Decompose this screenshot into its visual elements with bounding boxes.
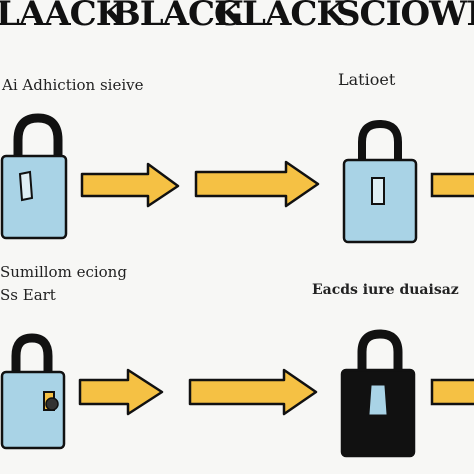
title-word-1: LAACK xyxy=(0,0,125,34)
caption-top-left: Ai Adhiction sieive xyxy=(2,76,144,94)
diagram-title: LAACK BLACK GLACK SCIOWEF xyxy=(0,0,474,38)
caption-mid-right: Eacds iure duaisaz xyxy=(312,282,459,298)
arrow-row1-partial-icon xyxy=(430,172,474,198)
title-word-3: GLACK xyxy=(214,0,346,34)
lock-top-left-icon xyxy=(0,113,68,240)
arrow-row2-first-icon xyxy=(78,368,164,416)
caption-mid-left-line2: Ss Eart xyxy=(0,286,56,304)
arrow-row2-partial-icon xyxy=(430,378,474,406)
title-word-2: BLACK xyxy=(112,0,244,34)
arrow-row2-second-icon xyxy=(188,368,318,416)
title-word-4: SCIOWEF xyxy=(336,0,474,34)
caption-mid-left-line1: Sumillom eciong xyxy=(0,263,127,281)
lock-top-right-icon xyxy=(342,119,418,244)
lock-bottom-right-black-icon xyxy=(340,329,416,458)
caption-top-right: Latioet xyxy=(338,70,396,89)
lock-bottom-left-icon xyxy=(0,333,66,450)
arrow-row1-second-icon xyxy=(194,160,320,208)
arrow-row1-first-icon xyxy=(80,162,180,208)
